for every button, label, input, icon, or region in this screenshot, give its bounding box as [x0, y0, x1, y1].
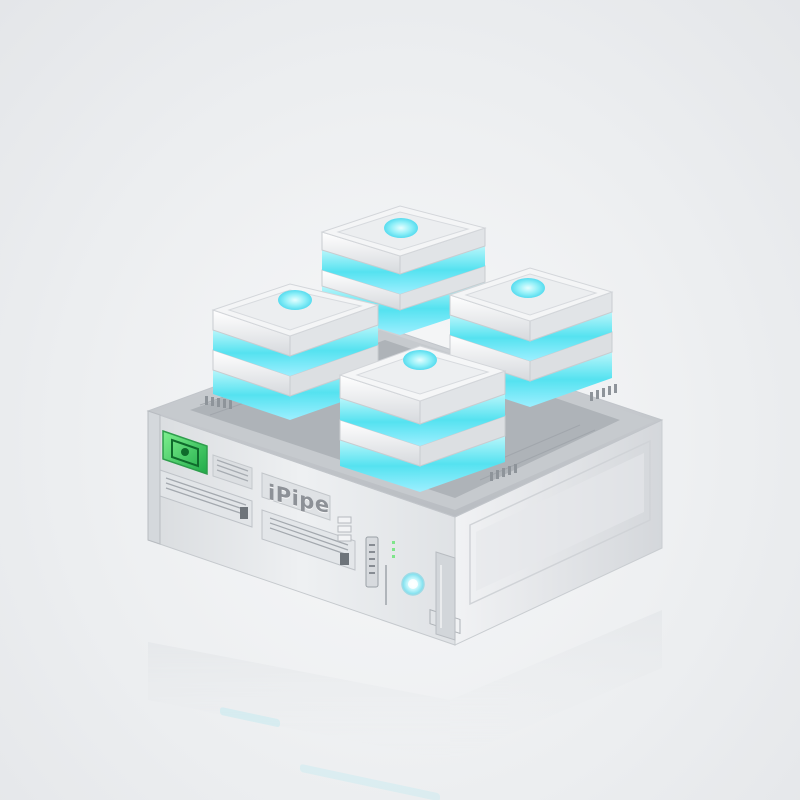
module-front — [338, 345, 507, 492]
brand-plate — [261, 472, 331, 521]
module-left — [211, 283, 380, 420]
port-slot — [365, 536, 379, 588]
module-back — [320, 205, 487, 335]
drive-bay-center — [261, 509, 356, 571]
front-panel — [147, 410, 456, 641]
status-leds — [392, 541, 395, 558]
floor-reflection — [148, 610, 662, 800]
module-right — [448, 267, 614, 407]
